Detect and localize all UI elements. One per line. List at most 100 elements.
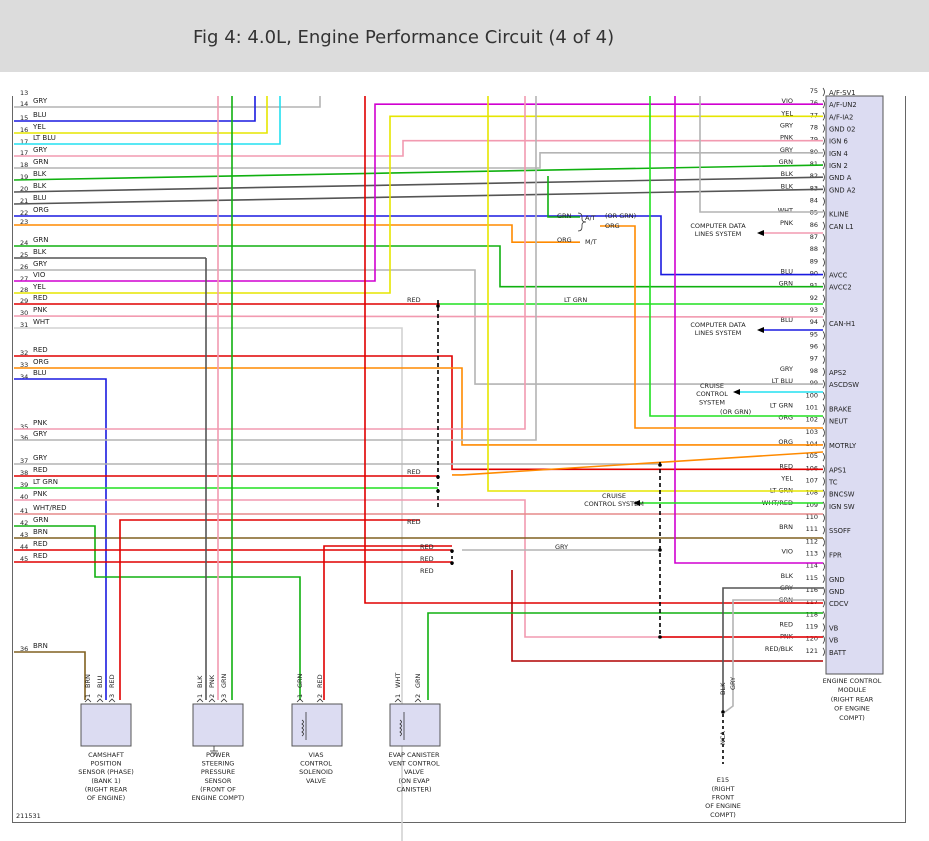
connector-mark: [822, 635, 825, 644]
ground-wire-label: BLK: [719, 682, 727, 695]
component-wire-label: GRN: [220, 673, 228, 688]
component-pin-number: 2: [414, 694, 422, 698]
ecm-wire-label: RED: [779, 462, 793, 470]
connector-mark: [822, 148, 825, 158]
ecm-pin-number: 91: [810, 282, 818, 290]
external-system-label: CRUISE: [700, 382, 724, 390]
coil-icon: [399, 712, 405, 740]
ecm-caption: ENGINE CONTROL: [823, 677, 882, 685]
ecm-pin-name: IGN SW: [829, 503, 855, 511]
mid-label-org-mt: ORG: [557, 236, 572, 244]
component-wire-label: RED: [316, 674, 324, 688]
component-pin-number: 3: [220, 694, 228, 698]
ecm-pin-name: KLINE: [829, 211, 849, 219]
connector-mark: [822, 525, 825, 535]
left-wire-label: GRY: [33, 260, 48, 268]
left-pin-number: 22: [20, 209, 28, 217]
connector-mark: [822, 185, 825, 194]
wire: [13, 164, 824, 181]
pin-chevron-icon: [296, 698, 304, 703]
ecm-pin-number: 116: [806, 586, 818, 594]
ecm-pin-number: 115: [806, 574, 818, 582]
component-pin-number: 2: [208, 694, 216, 698]
arrow-icon: [757, 327, 764, 333]
connector-mark: [822, 124, 825, 133]
component-pin-number: 2: [316, 694, 324, 698]
splice-dot: [436, 304, 440, 308]
component-caption: OF ENGINE): [87, 794, 125, 802]
wire: [699, 96, 823, 213]
connector-mark: [822, 294, 825, 304]
component-caption: (ON EVAP: [398, 777, 429, 785]
ecm-pin-name: VB: [829, 637, 839, 645]
wire: [674, 96, 823, 564]
wire: [323, 545, 452, 700]
pin-chevron-icon: [394, 698, 402, 703]
ecm-wire-label: WHT: [778, 207, 793, 215]
ecm-pin-name: BNCSW: [829, 491, 855, 499]
ecm-wire-label: GRN: [779, 280, 794, 288]
ecm-pin-number: 113: [806, 549, 818, 557]
left-pin-number: 39: [20, 481, 28, 489]
ecm-pin-number: 120: [806, 635, 818, 643]
wire: [14, 103, 823, 282]
pin-chevron-icon: [196, 698, 204, 703]
ecm-pin-number: 103: [806, 428, 818, 436]
ecm-pin-number: 94: [810, 318, 818, 326]
wire: [14, 378, 107, 700]
ecm-wire-label: ORG: [778, 414, 793, 422]
connector-mark: [822, 160, 825, 170]
connector-mark: [822, 586, 825, 596]
ecm-wire-label: BLK: [781, 170, 794, 178]
ecm-wire-label: GRY: [780, 122, 793, 130]
wire: [722, 587, 823, 700]
ecm-pin-name: GND: [829, 588, 845, 596]
wire: [14, 115, 823, 294]
component-caption: (BANK 1): [91, 777, 120, 785]
ecm-wire-label: GRY: [780, 146, 793, 154]
ecm-pin-name: AVCC: [829, 272, 848, 280]
component-caption: SOLENOID: [299, 768, 333, 776]
wire: [14, 224, 580, 244]
ecm-pin-number: 121: [806, 647, 818, 655]
wire: [600, 225, 823, 429]
splice-dot: [658, 635, 662, 639]
ecm-pin-name: SSOFF: [829, 527, 851, 535]
left-wire-label: PNK: [33, 306, 47, 314]
ecm-pin-number: 106: [806, 464, 818, 472]
wire: [14, 96, 256, 122]
connector-mark: [822, 550, 825, 559]
ecm-wire-label: RED: [779, 620, 793, 628]
wire: [14, 96, 526, 430]
connector-mark: [822, 245, 825, 255]
page-title: Fig 4: 4.0L, Engine Performance Circuit …: [193, 27, 615, 48]
ecm-pin-number: 98: [810, 367, 818, 375]
component-wire-label: GRN: [296, 673, 304, 688]
component-caption: POWER: [206, 751, 231, 759]
left-pin-number: 27: [20, 275, 28, 283]
connector-mark: [822, 465, 825, 474]
wire: [14, 96, 537, 441]
left-wire-label: GRN: [33, 236, 49, 244]
ecm-pin-name: A/F-IA2: [829, 113, 853, 121]
component-caption: CANISTER): [396, 785, 431, 793]
ecm-pin-number: 100: [806, 391, 818, 399]
left-wire-label: BLU: [33, 194, 46, 202]
ecm-pin-number: 77: [810, 111, 818, 119]
ecm-pin-name: APS1: [829, 466, 846, 474]
ecm-pin-name: AVCC2: [829, 284, 852, 292]
mid-label-red: RED: [407, 468, 421, 476]
wire: [13, 176, 824, 193]
ecm-pin-number: 96: [810, 343, 818, 351]
connector-mark: [822, 452, 825, 462]
component-1-body: [80, 703, 132, 747]
left-wire-label: LT GRN: [33, 478, 58, 486]
left-wire-label: RED: [33, 294, 48, 302]
component-3-body: [291, 703, 343, 747]
ecm-pin-name: GND A: [829, 174, 852, 182]
connector-mark: [822, 343, 825, 352]
wire: [724, 700, 734, 713]
left-pin-number: 43: [20, 531, 28, 539]
wire: [119, 519, 420, 700]
connector-mark: [822, 367, 825, 377]
